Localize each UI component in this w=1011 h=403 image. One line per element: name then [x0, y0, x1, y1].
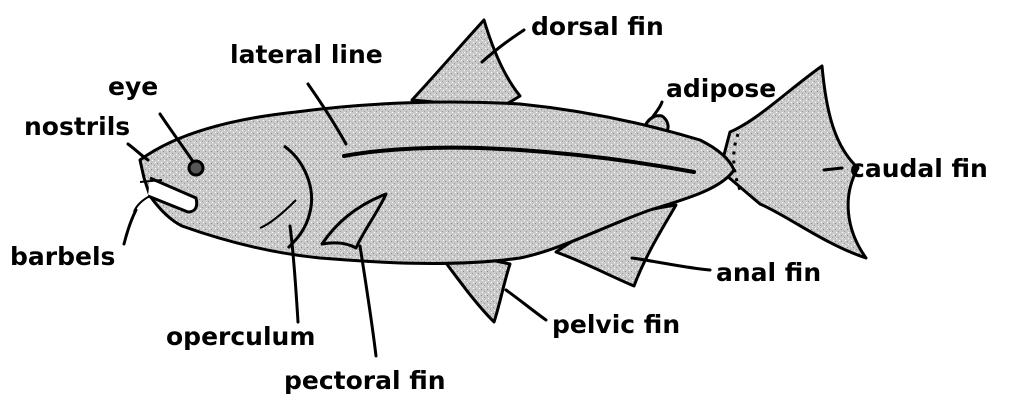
- label-dorsal-fin: dorsal fin: [531, 14, 664, 39]
- label-eye: eye: [108, 74, 158, 99]
- label-caudal-fin: caudal fin: [850, 156, 988, 181]
- label-adipose: adipose: [666, 76, 776, 101]
- label-barbels: barbels: [10, 244, 115, 269]
- label-operculum: operculum: [166, 324, 315, 349]
- label-pelvic-fin: pelvic fin: [552, 312, 680, 337]
- label-pectoral-fin: pectoral fin: [284, 368, 446, 393]
- leader-pelvic-fin: [506, 290, 546, 320]
- eye-shape: [189, 161, 203, 175]
- leader-barbels: [124, 210, 136, 244]
- label-nostrils: nostrils: [24, 114, 130, 139]
- dorsal-fin-shape: [412, 20, 520, 108]
- leader-nostrils: [128, 144, 148, 160]
- label-lateral-line: lateral line: [230, 42, 383, 67]
- label-anal-fin: anal fin: [716, 260, 821, 285]
- pelvic-fin-shape: [440, 255, 510, 322]
- leader-caudal-fin: [824, 168, 842, 170]
